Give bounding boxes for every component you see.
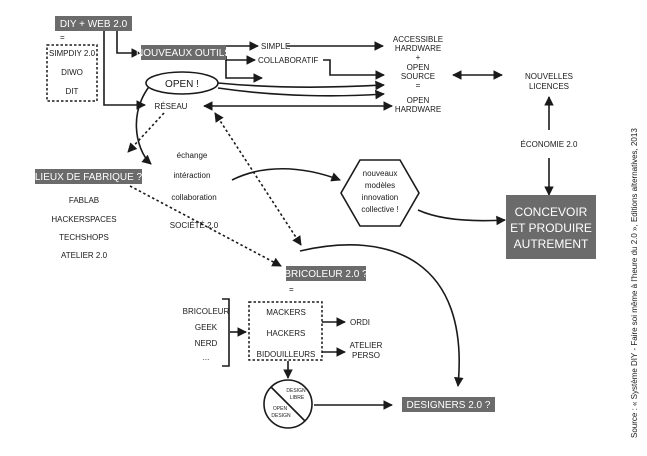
arrow-collaboratif-to-opensource [323,59,385,80]
diy-web-box: DIY + WEB 2.0 [55,16,132,31]
arrow-hexagon-to-concevoir [417,209,506,226]
lieux-item-atelier: ATELIER 2.0 [61,251,108,260]
left-item-nerd: NERD [195,339,218,348]
economie-label: ÉCONOMIE 2.0 [521,140,578,149]
hexagon-line-2: modèles [365,181,395,190]
hexagon-line-3: innovation [362,193,398,202]
dotted-reseau-to-bricoleur [214,112,302,246]
designers-box: DESIGNERS 2.0 ? [402,397,495,412]
dotted-reseau-to-lieux [127,112,165,153]
licences-line-1: NOUVELLES [525,72,573,81]
source-note: Source : « Système DIY - Faire soi même … [630,128,639,438]
nouveaux-outils-box: NOUVEAUX OUTILS [136,45,231,60]
design-circle: DESIGN LIBRE OPEN DESIGN [263,379,313,429]
design-libre-line-1: DESIGN [286,388,306,394]
lieux-item-fablab: FABLAB [69,196,99,205]
inner-item-bidouilleurs: BIDOUILLEURS [257,350,316,359]
licences-line-2: LICENCES [529,82,569,91]
value-societe: SOCIÉTÉ 2.0 [170,221,219,230]
dotted-lieux-to-bricoleur [129,185,282,267]
diwo-label: DIWO [61,68,83,77]
left-bracket [222,298,230,367]
arrow-values-to-hexagon [231,168,341,182]
openhardware-line-1: OPEN [407,96,430,105]
hexagon-line-4: collective ! [361,205,398,214]
inner-item-mackers: MACKERS [266,308,306,317]
hexagon-line-1: nouveaux [363,169,398,178]
accessible-line-3: + [416,53,421,62]
value-echange: échange [177,151,208,160]
collaboratif-label: COLLABORATIF [258,56,318,65]
reseau-label: RÉSEAU [155,102,188,111]
bricoleur-box: BRICOLEUR 2.0 ? [284,266,368,281]
lieux-box: LIEUX DE FABRIQUE ? [35,169,143,184]
ordi-label: ORDI [350,318,370,327]
equals-2: = [289,285,294,294]
concevoir-line-1: CONCEVOIR [515,205,588,219]
open-design-line-1: OPEN [273,406,288,412]
simpdiy-dotted-box [46,44,98,102]
opensource-line-3: = [416,81,421,90]
bricoleur-label: BRICOLEUR 2.0 ? [284,269,368,280]
arrow-outils-to-opensource [225,60,263,83]
arrow-open-to-opensource-1 [217,80,385,91]
lieux-item-hackerspaces: HACKERSPACES [51,215,116,224]
arrow-bricoleur-to-designers [299,244,464,387]
open-ellipse [145,71,219,95]
designers-label: DESIGNERS 2.0 ? [407,400,491,411]
accessible-line-2: HARDWARE [395,44,441,53]
dit-label: DIT [66,87,79,96]
dotted-connectors [127,112,302,267]
equals-1: = [60,33,65,42]
open-design-line-2: DESIGN [271,413,291,419]
atelier-perso-line-1: ATELIER [350,341,383,350]
diy-web-label: DIY + WEB 2.0 [60,19,128,30]
openhardware-line-2: HARDWARE [395,105,441,114]
accessible-line-1: ACCESSIBLE [393,35,443,44]
simple-label: SIMPLE [261,42,290,51]
value-interaction: intéraction [174,171,211,180]
arrow-diy-to-reseau [103,31,146,110]
inner-list-dotted-box [248,301,323,361]
nouveaux-outils-label: NOUVEAUX OUTILS [136,48,231,59]
design-libre-line-2: LIBRE [290,395,305,401]
arrow-open-to-opensource-2 [217,87,385,100]
innovation-hexagon [340,159,420,227]
opensource-line-1: OPEN [407,63,430,72]
value-collaboration: collaboration [171,193,216,202]
concevoir-line-2: ET PRODUIRE [510,221,592,235]
left-item-geek: GEEK [195,323,218,332]
atelier-perso-line-2: PERSO [352,351,380,360]
inner-item-hackers: HACKERS [267,329,306,338]
lieux-label: LIEUX DE FABRIQUE ? [35,172,143,183]
left-item-ellipsis: ... [203,353,210,362]
concevoir-box: CONCEVOIR ET PRODUIRE AUTREMENT [506,195,596,259]
arrow-diy-to-outils [116,31,141,58]
lieux-item-techshops: TECHSHOPS [59,233,109,242]
open-label: OPEN ! [165,79,199,90]
opensource-line-2: SOURCE [401,72,435,81]
left-item-bricoleur: BRICOLEUR [183,307,230,316]
simpdiy-label: SIMPDIY 2.0 [49,49,96,58]
concevoir-line-3: AUTREMENT [514,237,589,251]
